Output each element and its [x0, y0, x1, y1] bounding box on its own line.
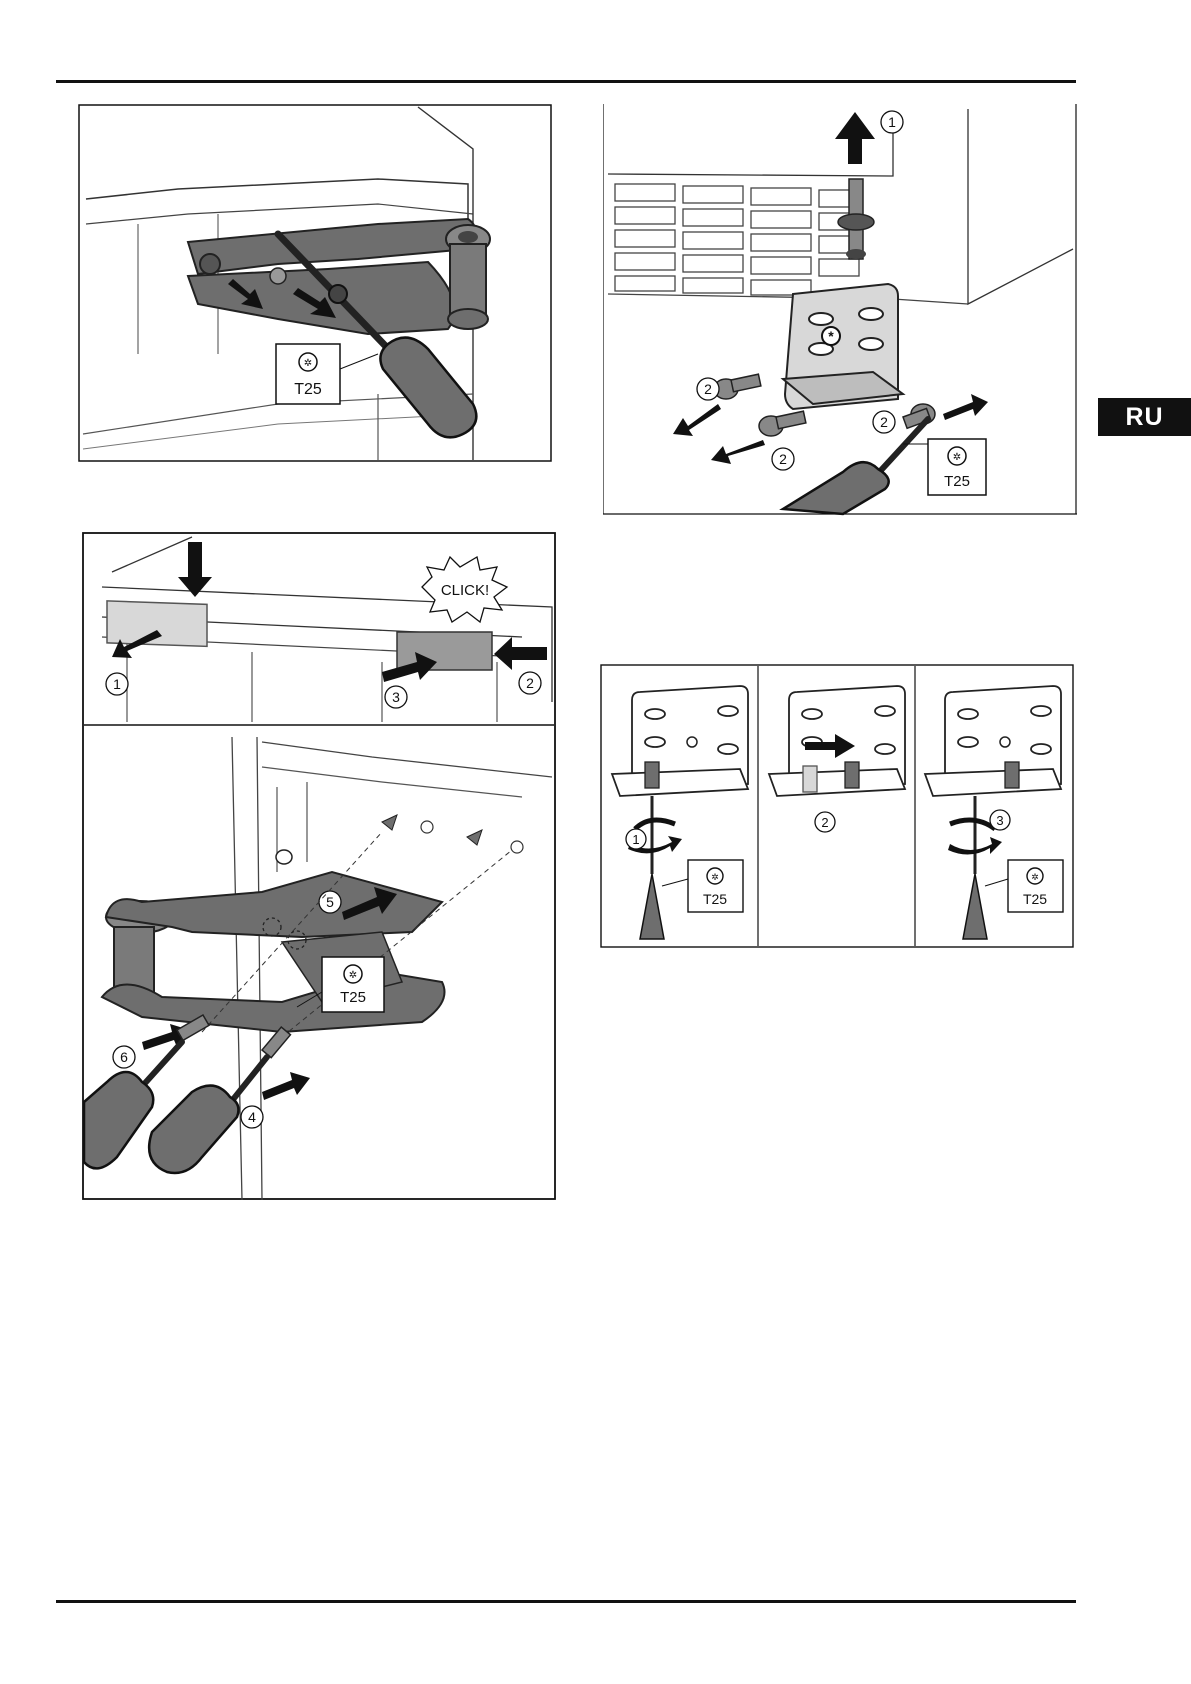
step-2-panel: 2 — [767, 685, 907, 833]
callout-2: 2 — [526, 675, 534, 691]
language-tab: RU — [1098, 398, 1191, 436]
tool-label-t25-b: T25 — [1023, 891, 1047, 907]
svg-text:✲: ✲ — [349, 970, 357, 981]
tool-label-t25: T25 — [944, 473, 970, 490]
callout-3: 3 — [392, 689, 400, 705]
figure-bracket-removal: * 1 2 2 2 ✲ T25 — [603, 104, 1077, 516]
callout-1: 1 — [113, 676, 121, 692]
callout-2c: 2 — [880, 414, 888, 430]
top-rule — [56, 80, 1076, 83]
svg-text:✲: ✲ — [953, 452, 961, 463]
callout-1: 1 — [888, 114, 896, 130]
callout-2a: 2 — [704, 381, 712, 397]
step-1-panel: 1 ✲ T25 — [610, 685, 750, 940]
callout-3: 3 — [996, 813, 1003, 828]
svg-text:✲: ✲ — [304, 358, 312, 369]
figure-hinge-installation: CLICK! 1 2 3 5 6 4 ✲ T25 — [82, 532, 556, 1200]
tool-label-t25: T25 — [294, 381, 322, 398]
callout-5: 5 — [326, 894, 334, 910]
bottom-rule — [56, 1600, 1076, 1603]
step-3-panel: 3 ✲ T25 — [923, 685, 1064, 940]
callout-2: 2 — [821, 815, 828, 830]
callout-2b: 2 — [779, 451, 787, 467]
callout-1: 1 — [632, 832, 639, 847]
tool-label-t25-a: T25 — [703, 891, 727, 907]
figure-bracket-adjustment: 1 ✲ T25 2 3 ✲ T25 — [600, 664, 1074, 948]
click-label: CLICK! — [441, 582, 489, 599]
svg-text:✲: ✲ — [711, 872, 719, 882]
svg-text:*: * — [828, 328, 834, 344]
callout-6: 6 — [120, 1049, 128, 1065]
tool-label-t25: T25 — [340, 989, 366, 1006]
figure-hinge-removal: ✲ T25 — [78, 104, 552, 462]
callout-4: 4 — [248, 1109, 256, 1125]
svg-text:✲: ✲ — [1031, 872, 1039, 882]
